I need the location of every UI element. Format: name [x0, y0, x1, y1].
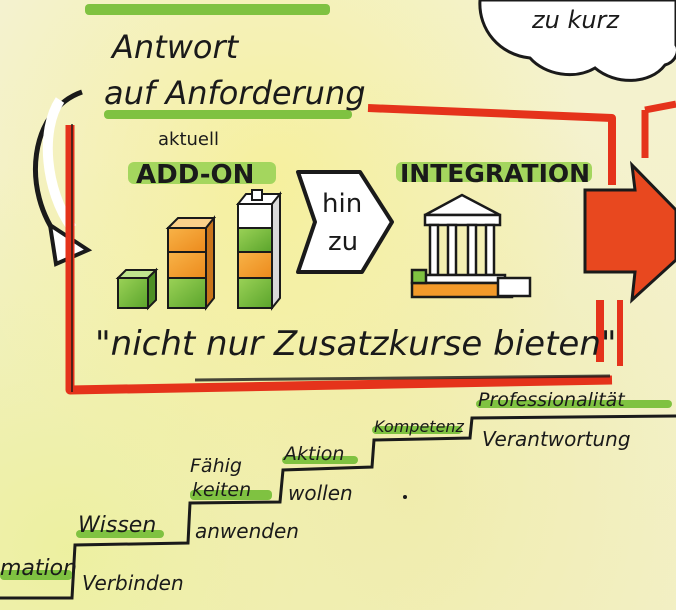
step1-bottom-label: Verbinden: [82, 571, 184, 595]
step3-bottom-label: wollen: [288, 481, 353, 505]
hin-zu-arrow-icon: [296, 170, 394, 274]
step2-underline: [76, 530, 164, 538]
step5-bottom-label: Verantwortung: [482, 427, 631, 451]
step3-top-line2: keiten: [192, 479, 251, 501]
step2-bottom-label: anwenden: [195, 519, 299, 543]
staircase: [0, 414, 676, 600]
cloud-text: zu kurz: [531, 6, 620, 34]
building-blocks-icon: [115, 189, 283, 311]
step3-underline: [190, 490, 272, 500]
step1-top-label: mation: [0, 556, 77, 581]
header-line2: auf Anforderung: [104, 74, 366, 112]
thought-cloud: [478, 0, 676, 82]
integration-green-highlight: [396, 162, 592, 182]
red-arrow-icon: [583, 160, 676, 304]
step6-top-label: Professionalität: [478, 389, 626, 411]
addon-green-highlight: [128, 162, 276, 184]
red-frame: [65, 100, 676, 395]
curved-arrow-icon: [32, 89, 93, 267]
addon-title: ADD-ON: [136, 160, 254, 190]
step2-top-label: Wissen: [78, 513, 156, 538]
step3-top-line1: Fähig: [190, 455, 242, 477]
step5-underline: [372, 426, 462, 434]
header-line1: Antwort: [110, 28, 240, 66]
step4-top-label: Aktion: [282, 443, 344, 465]
ink-dot: [403, 495, 407, 499]
step5-top-label: Kompetenz: [374, 417, 465, 436]
arrow-text-line2: zu: [328, 227, 358, 257]
header-green-underline: [104, 110, 352, 119]
arrow-text-line1: hin: [322, 189, 362, 219]
quote-text: "nicht nur Zusatzkurse bieten": [95, 324, 617, 364]
step1-underline: [0, 570, 72, 580]
step6-underline: [476, 400, 672, 408]
step4-underline: [282, 456, 358, 464]
integration-title: INTEGRATION: [400, 159, 590, 188]
top-green-bar: [85, 4, 330, 15]
addon-small-label: aktuell: [158, 129, 219, 150]
temple-icon: [410, 193, 532, 299]
